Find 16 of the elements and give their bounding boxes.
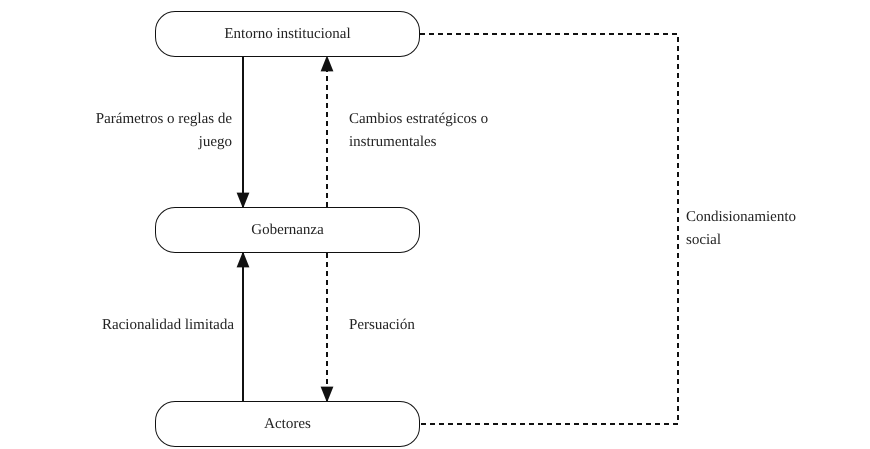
- arrow: [236, 251, 250, 401]
- edge-label: Parámetros o reglas de juego: [94, 110, 232, 152]
- node-label: Gobernanza: [251, 222, 324, 238]
- node-label: Actores: [264, 416, 311, 432]
- rounded-box: [155, 207, 420, 253]
- edge-label: Racionalidad limitada: [100, 316, 234, 335]
- arrow: [320, 253, 334, 403]
- arrow: [320, 55, 334, 207]
- edge-label: Cambios estratégicos o instrumentales: [349, 110, 490, 152]
- edge-label: Condisionamiento social: [686, 208, 797, 250]
- rounded-box: [155, 401, 420, 447]
- rounded-box: [155, 11, 420, 57]
- arrow: [236, 57, 250, 209]
- connector-line: [420, 33, 679, 425]
- node-label: Entorno institucional: [224, 26, 351, 42]
- edge-label: Persuación: [349, 316, 416, 335]
